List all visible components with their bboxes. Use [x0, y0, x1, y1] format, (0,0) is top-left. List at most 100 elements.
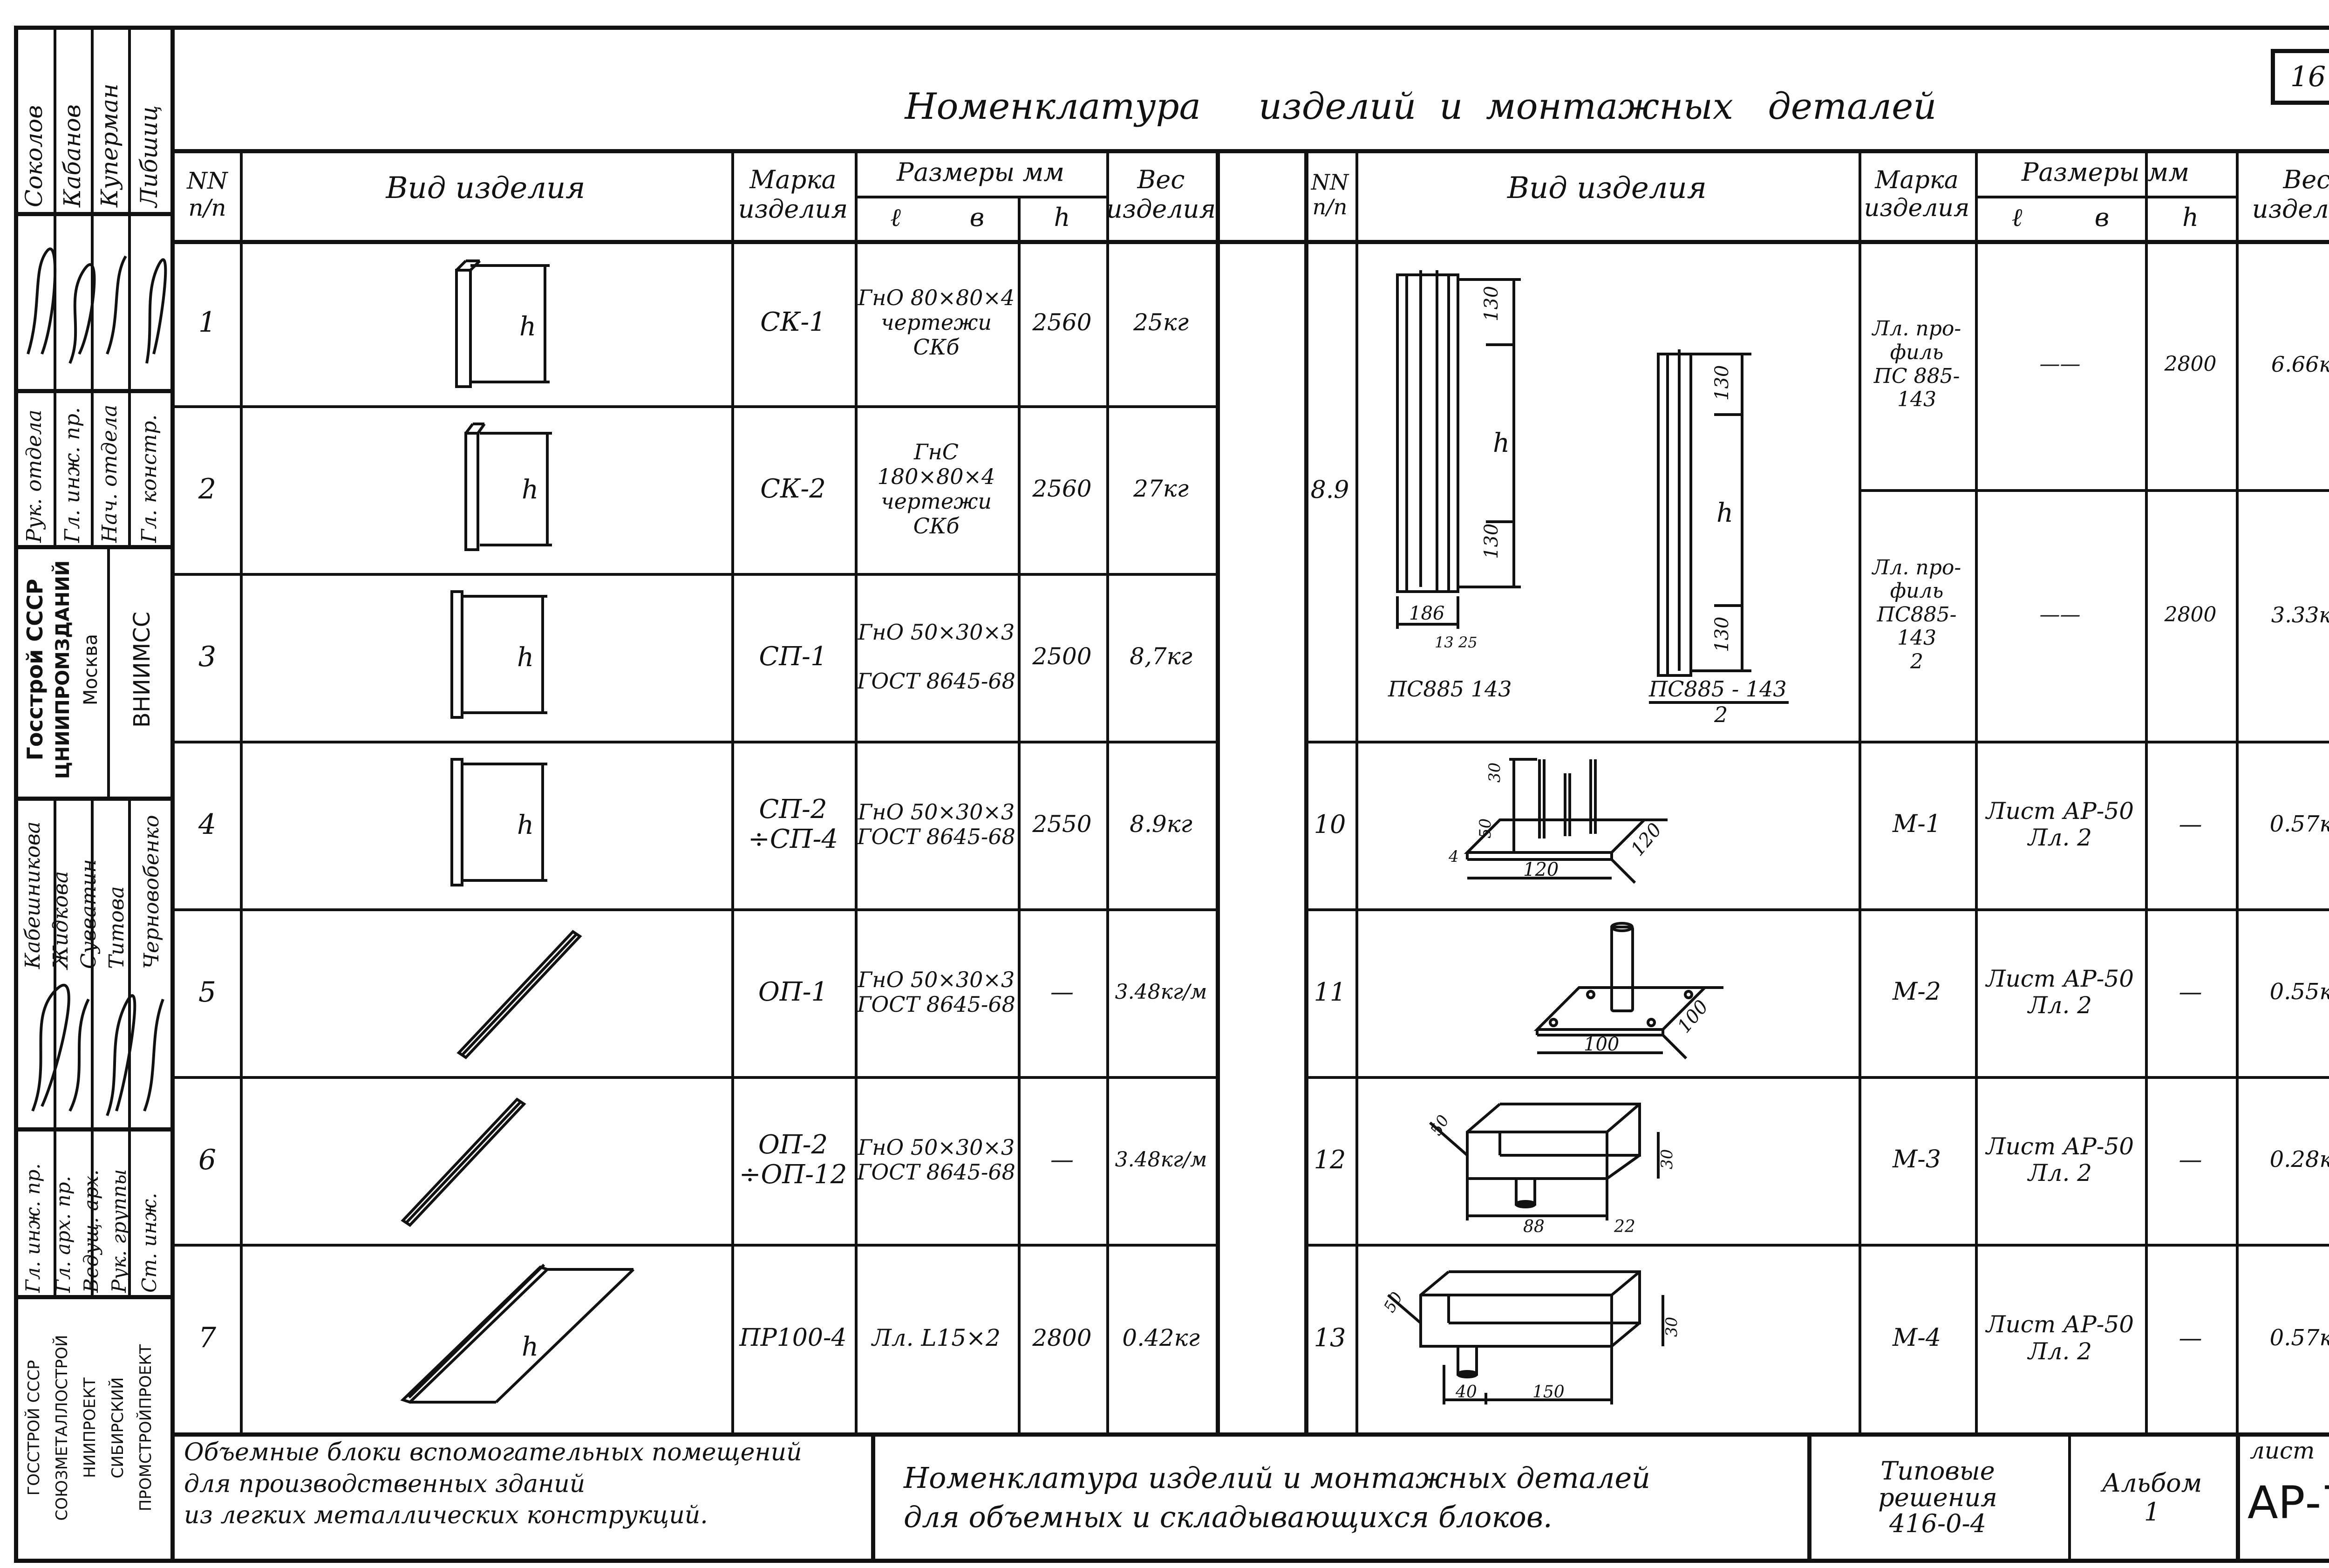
col-line	[1355, 149, 1358, 1432]
header-mark-left: Марка изделия	[738, 165, 848, 224]
sketch-pr100: h	[400, 1263, 635, 1404]
right-row-weight: 0.57кг	[2269, 1324, 2329, 1351]
sketch-h-label: h	[1493, 428, 1510, 458]
sketch-m3: 50 30 88 22	[1427, 1103, 1676, 1236]
right-row-mark: М-4	[1893, 1323, 1941, 1352]
row-line	[1304, 908, 2329, 911]
header-sizes-left: Размеры мм	[897, 157, 1064, 187]
profile-label-b-den: 2	[1714, 702, 1728, 727]
right-row-h: —	[2179, 811, 2202, 838]
left-row-h: 2800	[1032, 1324, 1092, 1351]
left-row-weight: 27кг	[1133, 475, 1189, 503]
stamp-divider	[871, 1432, 875, 1563]
left-row-h: 2560	[1032, 308, 1092, 336]
left-row-no: 7	[198, 1322, 217, 1354]
left-row-dims: ГнО 50×30×3 ГОСТ 8645-68	[857, 799, 1015, 849]
left-row-dims: ГнО 50×30×3 ГОСТ 8645-68	[857, 1135, 1015, 1185]
row-line	[175, 741, 1216, 743]
header-view-left: Вид изделия	[386, 171, 586, 206]
stamp-series: Типовые решения 416-0-4	[1878, 1456, 1997, 1539]
left-row-no: 2	[198, 472, 217, 505]
dim-186: 186	[1409, 603, 1444, 624]
header-h-right: h	[2182, 203, 2199, 232]
sheet-number: 16	[2290, 60, 2326, 93]
side-col	[54, 797, 56, 1295]
stamp-sheet-label: лист	[2250, 1437, 2315, 1464]
stamp-divider	[1807, 1432, 1811, 1563]
side-name: Либшиц	[136, 105, 163, 207]
side-position: Гл. арх. пр.	[51, 1176, 75, 1293]
row-line	[175, 405, 1216, 408]
dim-130: 130	[1711, 365, 1733, 401]
side-position: Нач. отдела	[97, 404, 122, 543]
row-line	[175, 573, 1216, 576]
right-row-dims: Лист АР-50 Лл. 2	[1986, 965, 2134, 1019]
header-sizes-right: Размеры мм	[2022, 157, 2189, 187]
col-line	[2145, 149, 2148, 1432]
left-row-h: —	[1050, 978, 1074, 1006]
dim-22: 22	[1614, 1217, 1635, 1236]
right-row-dims: Лист АР-50 Лл. 2	[1986, 1132, 2134, 1186]
row-line	[1304, 741, 2329, 743]
side-org: Госстрой СССР	[22, 579, 48, 761]
col-line	[731, 149, 734, 1432]
left-row-mark: ОП-1	[758, 976, 828, 1007]
dim-130: 130	[1481, 286, 1502, 321]
side-divider	[14, 797, 175, 801]
page-title: Номенклатура изделий и монтажных деталей	[905, 86, 1937, 128]
left-row-weight: 3.48кг/м	[1115, 1147, 1207, 1172]
side-divider	[14, 212, 175, 216]
side-name: Черновобенко	[139, 815, 163, 969]
side-name: Кабешникова	[20, 821, 45, 969]
dim-130: 130	[1481, 524, 1502, 559]
sketch-m2: 100 100	[1533, 922, 1723, 1060]
side-org-bottom: ПРОМСТРОЙПРОЕКТ	[136, 1344, 155, 1512]
left-row-h: 2560	[1032, 475, 1092, 503]
side-org: ЦНИИПРОМЗДАНИЙ	[52, 560, 74, 779]
right-row-h: 2800	[2164, 352, 2217, 376]
header-l-right: ℓ	[2011, 203, 2023, 232]
side-position: Ст. инж.	[137, 1193, 161, 1293]
stamp-divider	[2068, 1432, 2071, 1563]
sketch-sp2: h	[450, 758, 547, 886]
right-row-no: 10	[1314, 809, 1346, 839]
sheet-number-box	[2271, 49, 2329, 105]
left-row-weight: 25кг	[1133, 308, 1189, 336]
right-row-weight: 3.33кг	[2271, 602, 2329, 627]
size-header-divider-left	[855, 196, 1106, 198]
left-row-mark: СК-1	[760, 307, 826, 338]
side-strip	[14, 26, 175, 1563]
side-org-bottom: ГОССТРОЙ СССР	[24, 1360, 43, 1496]
left-row-dims: ГнО 50×30×3 ГОСТ 8645-68	[857, 619, 1015, 694]
right-row-h: —	[2179, 978, 2202, 1006]
header-mark-right: Марка изделия	[1864, 166, 1970, 222]
sketch-sk2: h	[464, 423, 552, 551]
stamp-album: Альбом 1	[2102, 1468, 2202, 1527]
left-row-weight: 3.48кг/м	[1115, 980, 1207, 1004]
header-l-left: ℓ	[890, 203, 901, 232]
side-position: Ведущ. арх.	[79, 1169, 102, 1293]
row-line	[1304, 1244, 2329, 1247]
side-position: Гл. инж. пр.	[21, 1163, 44, 1293]
col-line	[240, 149, 243, 1432]
side-name: Жидкова	[48, 871, 73, 969]
side-col	[128, 26, 131, 545]
stamp-project-text: Объемные блоки вспомогательных помещений…	[184, 1438, 802, 1530]
right-row-h: 2800	[2164, 602, 2217, 627]
right-row-mark: М-3	[1893, 1145, 1941, 1174]
side-org-bottom: СИБИРСКИЙ	[108, 1377, 127, 1479]
right-row-weight: 0.55кг	[2269, 979, 2329, 1005]
header-nn-left: NN п/п	[187, 167, 228, 221]
side-col	[91, 26, 94, 545]
side-position: Гл. констр.	[137, 414, 161, 543]
right-row-weight: 0.57кг	[2269, 811, 2329, 838]
left-row-no: 4	[198, 808, 217, 841]
left-row-no: 6	[198, 1143, 217, 1176]
profile-label-a: ПС885 143	[1388, 676, 1512, 702]
dim-13-25: 13 25	[1435, 634, 1478, 651]
dim-50: 50	[1380, 1289, 1406, 1316]
size-header-divider-right	[1975, 196, 2236, 198]
stamp-sheet-title: Номенклатура изделий и монтажных деталей…	[904, 1461, 1650, 1534]
col-line	[1975, 149, 1978, 1432]
left-row-dims: ГнО 80×80×4 чертежи СКб	[858, 285, 1015, 360]
